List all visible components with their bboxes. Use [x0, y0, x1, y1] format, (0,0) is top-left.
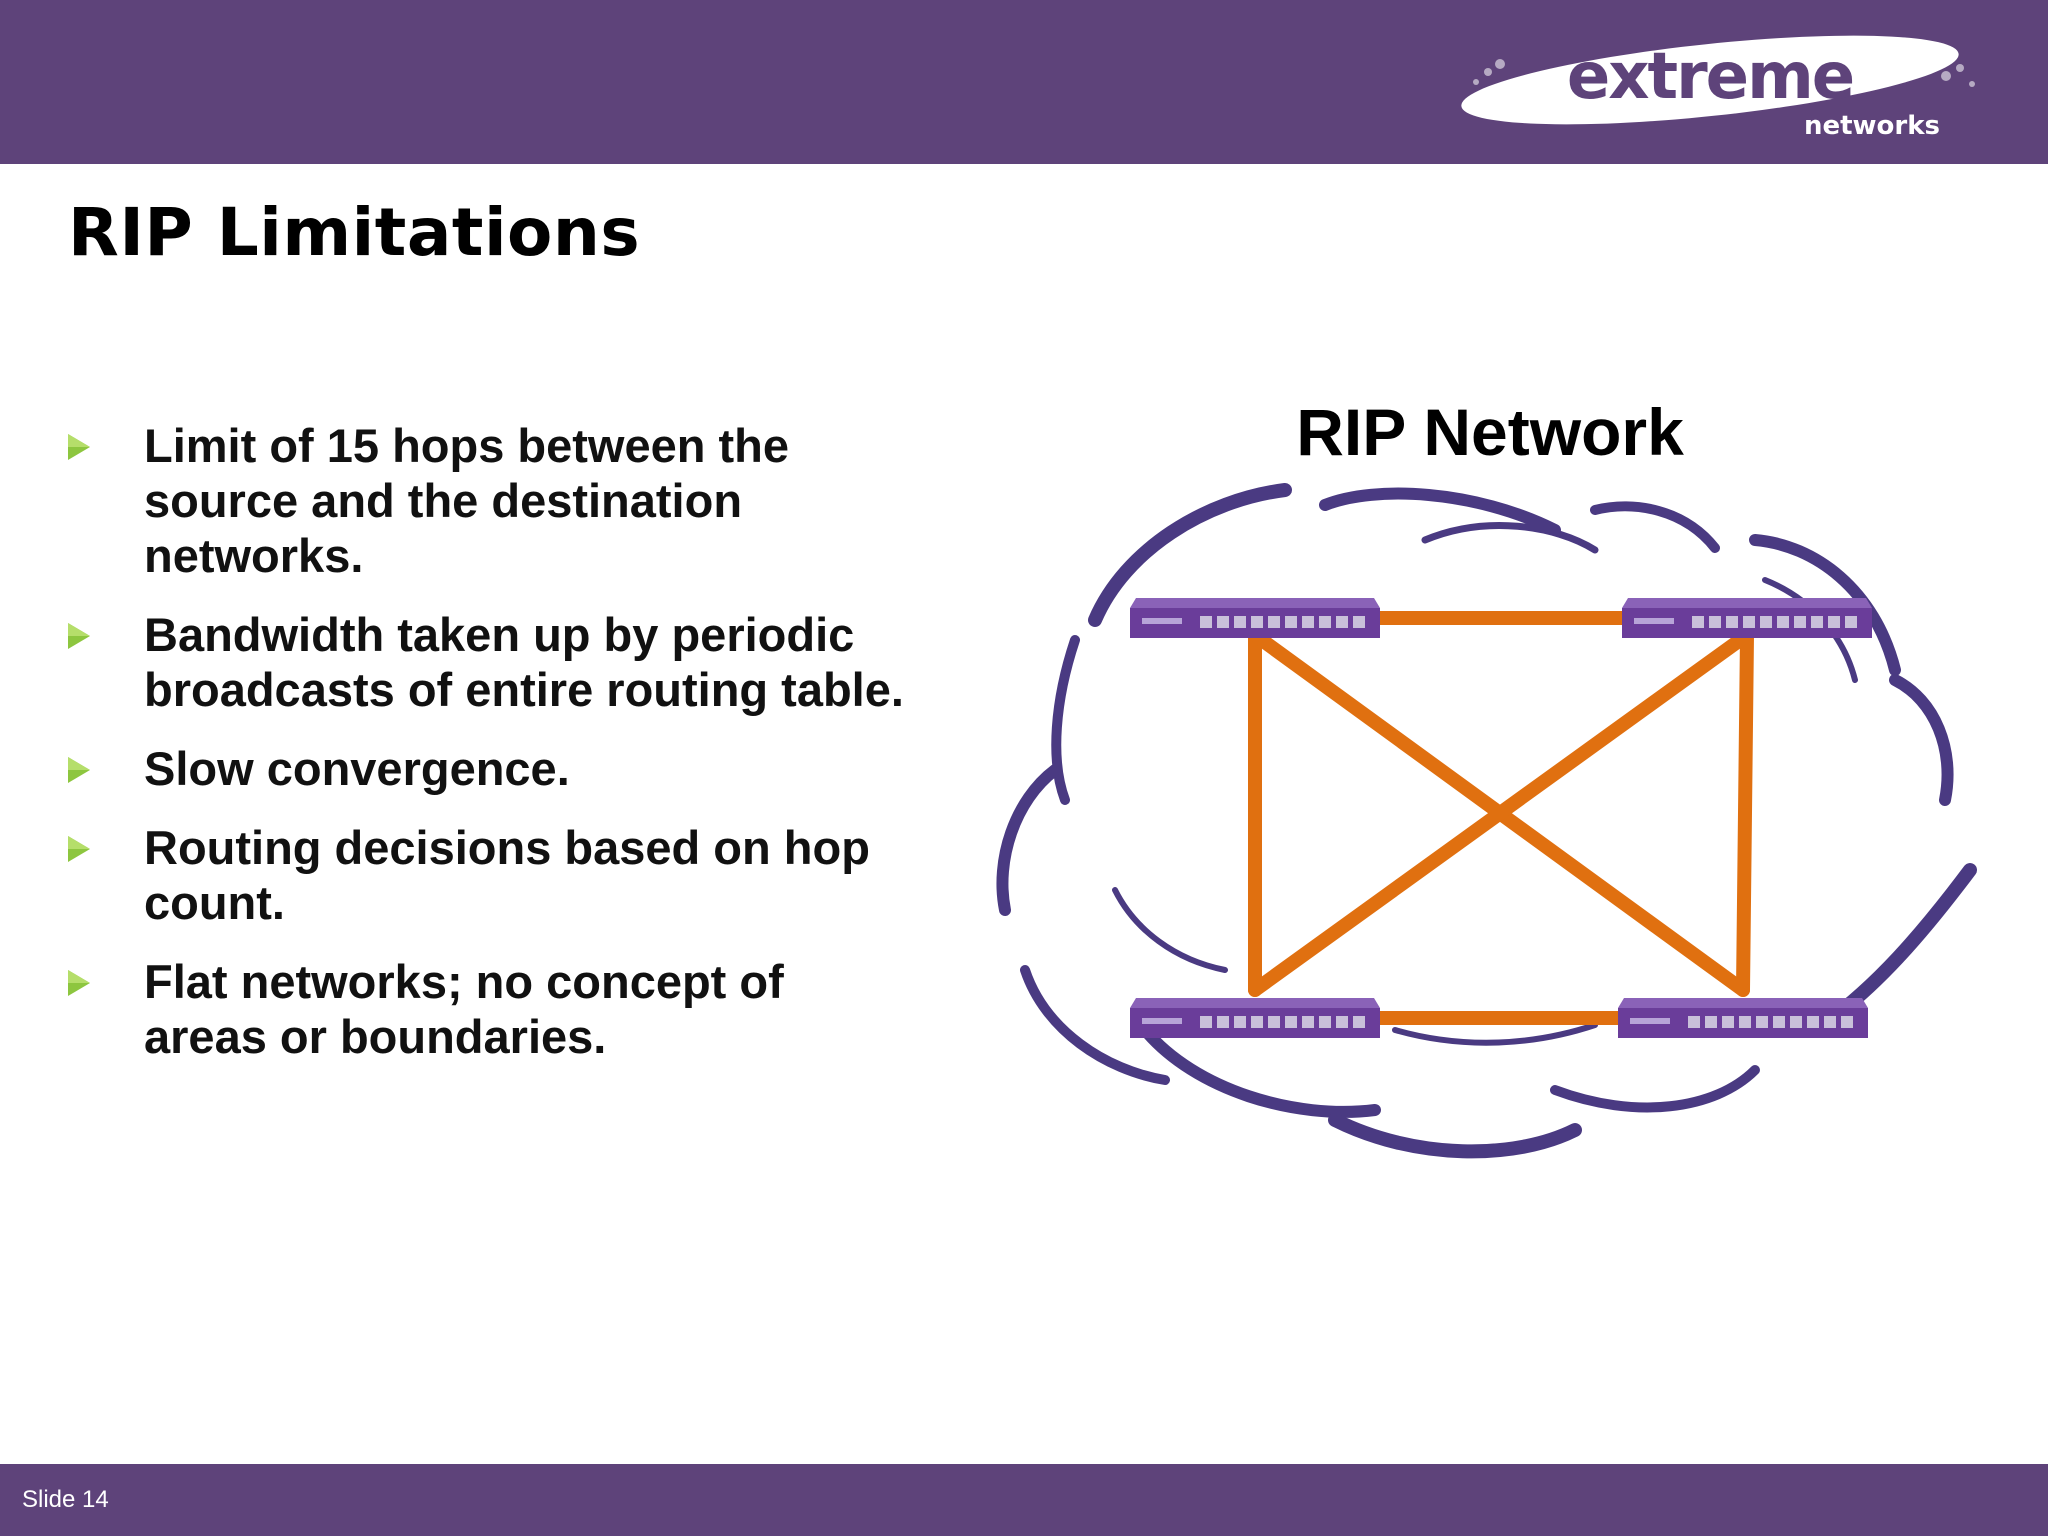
- bullet-line: Routing decisions based on hop: [144, 821, 870, 874]
- bullet-line: Limit of 15 hops between the: [144, 419, 790, 472]
- extreme-networks-logo: extreme networks: [1460, 24, 1980, 144]
- bullet-item: Slow convergence.: [60, 741, 1000, 796]
- bullet-line: broadcasts of entire routing table.: [144, 663, 904, 716]
- triangle-bullet-icon: [68, 970, 90, 996]
- triangle-bullet-icon: [68, 434, 90, 460]
- bullet-line: source and the destination: [144, 474, 743, 527]
- triangle-bullet-icon: [68, 757, 90, 783]
- triangle-bullet-icon: [68, 836, 90, 862]
- network-link: [1736, 628, 1754, 997]
- bullet-item: Flat networks; no concept of areas or bo…: [60, 954, 1000, 1064]
- rip-network-diagram: [995, 470, 1995, 1170]
- network-switch-icon: [1618, 998, 1868, 1038]
- network-switch-icon: [1130, 598, 1380, 638]
- diagram-title: RIP Network: [1296, 395, 1684, 469]
- logo-subtext: networks: [1804, 111, 1940, 141]
- node-layer: [1130, 598, 1872, 1038]
- network-link: [1248, 628, 1754, 997]
- header-bar: extreme networks: [0, 0, 2048, 164]
- network-switch-icon: [1130, 998, 1380, 1038]
- bullet-line: Bandwidth taken up by periodic: [144, 608, 855, 661]
- network-switch-icon: [1622, 598, 1872, 638]
- bullet-line: networks.: [144, 529, 364, 582]
- triangle-bullet-icon: [68, 623, 90, 649]
- bullet-item: Limit of 15 hops between the source and …: [60, 418, 1000, 583]
- bullet-list: Limit of 15 hops between the source and …: [60, 418, 1000, 1088]
- footer-bar: Slide 14: [0, 1464, 2048, 1536]
- logo-wordmark: extreme: [1567, 40, 1853, 114]
- bullet-line: Flat networks; no concept of: [144, 955, 784, 1008]
- bullet-line: count.: [144, 876, 285, 929]
- bullet-item: Routing decisions based on hop count.: [60, 820, 1000, 930]
- bullet-item: Bandwidth taken up by periodic broadcast…: [60, 607, 1000, 717]
- bullet-line: areas or boundaries.: [144, 1010, 607, 1063]
- link-layer: [1248, 611, 1754, 1025]
- slide-number: Slide 14: [22, 1486, 109, 1513]
- bullet-line: Slow convergence.: [144, 742, 570, 795]
- slide-title: RIP Limitations: [68, 194, 641, 271]
